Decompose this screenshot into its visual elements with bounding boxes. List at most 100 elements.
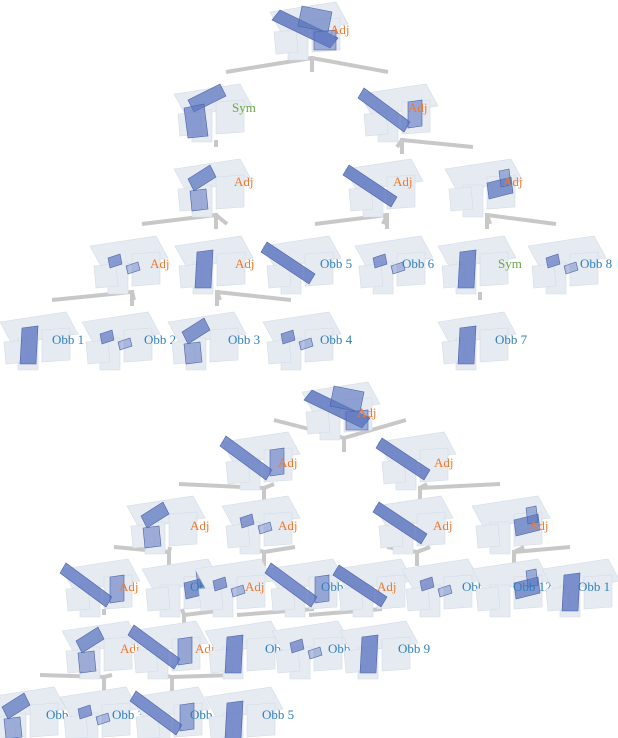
part-box (313, 29, 337, 51)
obb-node-label: Obb 4 (320, 332, 353, 347)
part-box (59, 562, 113, 608)
adj-node-label: Adj (503, 174, 523, 189)
context-part (225, 523, 251, 549)
object-context-silhouette (262, 311, 342, 371)
part-box (239, 513, 255, 529)
part-box (129, 690, 183, 736)
context-part (41, 327, 71, 363)
tree-edge (216, 290, 292, 302)
adj-node-label: Adj (278, 518, 298, 533)
part-box (298, 337, 314, 351)
highlighted-part (375, 437, 431, 481)
context-part (236, 574, 266, 610)
part-box (224, 634, 244, 674)
object-context-silhouette (204, 620, 284, 680)
tree-2-node-5: Adj (372, 495, 454, 555)
highlighted-part (332, 564, 388, 608)
part-box (419, 576, 435, 592)
adj-node-label: Adj (234, 174, 254, 189)
part-box (372, 253, 388, 269)
context-part (405, 586, 431, 612)
tree-1-node-0: Adj (269, 1, 350, 61)
context-part (215, 99, 245, 135)
context-part (85, 339, 111, 365)
context-part (93, 263, 119, 289)
context-part (273, 29, 299, 55)
part-box (95, 712, 111, 726)
highlighted-part (280, 329, 314, 351)
tree-2-node-17: Obb 6 (204, 620, 298, 680)
context-part (216, 251, 246, 287)
tree-1-node-7: Adj (174, 235, 255, 295)
sym-node-label: Sym (232, 100, 256, 115)
adj-node-label: Adj (235, 256, 255, 271)
tree-edge (343, 418, 407, 440)
tree-1-node-13: Obb 2 (81, 311, 176, 371)
highlighted-part (357, 87, 423, 133)
part-box (117, 337, 133, 351)
context-part (443, 574, 473, 610)
obb-node-label: Obb 5 (320, 256, 352, 271)
highlighted-part (181, 317, 211, 365)
highlighted-part (457, 325, 477, 365)
highlighted-part (271, 5, 339, 51)
context-part (304, 327, 334, 363)
tree-1-node-11: Obb 8 (527, 235, 612, 295)
highlighted-part (77, 704, 111, 726)
context-part (168, 511, 198, 547)
tree-1-node-3: Adj (173, 158, 254, 218)
tree-2-node-12: Obb 11 (401, 558, 500, 618)
part-box (407, 99, 423, 129)
tree-2-node-15: Adj (61, 620, 141, 680)
highlighted-part (1, 692, 31, 738)
part-box (307, 646, 323, 660)
tree-2-node-4: Adj (221, 495, 301, 555)
highlighted-part (219, 435, 285, 481)
adj-node-label: Adj (245, 579, 265, 594)
tree-2-node-14: Obb 1 (541, 558, 618, 618)
part-box (257, 521, 273, 535)
part-box (280, 329, 296, 345)
part-box (75, 626, 105, 654)
highlighted-part (239, 513, 273, 535)
part-box (269, 447, 285, 477)
part-box (187, 164, 217, 192)
highlighted-part (59, 562, 125, 608)
part-box (342, 164, 398, 208)
adj-node-label: Adj (529, 518, 549, 533)
tree-edge (513, 545, 571, 554)
obb-node-label: Obb 2 (144, 332, 176, 347)
part-box (19, 325, 39, 365)
part-box (289, 638, 305, 654)
highlighted-part (224, 700, 244, 738)
part-box (332, 564, 388, 608)
tree-1-node-15: Obb 4 (262, 311, 353, 371)
part-box (357, 87, 411, 133)
tree-edge (416, 545, 431, 554)
tree-1-node-14: Obb 3 (167, 311, 260, 371)
part-box (212, 576, 228, 592)
part-box (525, 505, 539, 525)
part-box (525, 568, 539, 588)
part-box (127, 624, 181, 670)
context-part (131, 251, 161, 287)
highlighted-part (289, 638, 323, 660)
tree-2-node-16: Adj (127, 620, 215, 680)
context-part (263, 511, 293, 547)
part-box (3, 716, 23, 738)
context-part (531, 263, 557, 289)
tree-2-node-7: Adj (59, 558, 141, 618)
context-part (29, 702, 59, 738)
part-box (390, 261, 406, 275)
tree-1-node-1: Sym (173, 83, 256, 143)
tree-2-node-9: Adj (194, 558, 274, 618)
tree-1-node-8: Obb 5 (260, 235, 352, 295)
tree-1-node-4: Adj (342, 158, 424, 218)
adj-node-label: Adj (377, 579, 397, 594)
part-box (457, 325, 477, 365)
context-part (246, 636, 276, 672)
part-box (372, 501, 428, 545)
context-part (123, 327, 153, 363)
context-part (145, 586, 171, 612)
obb-node-label: Obb 6 (402, 256, 435, 271)
